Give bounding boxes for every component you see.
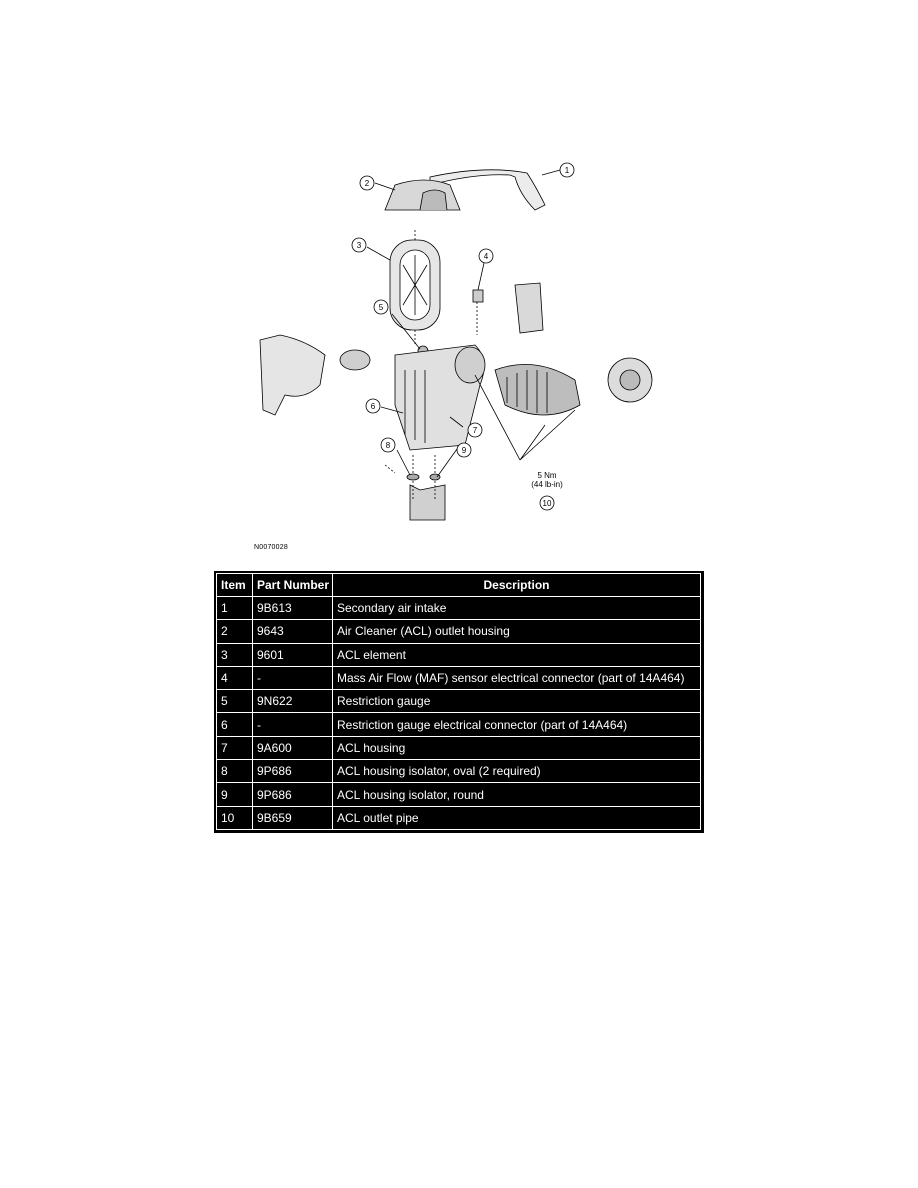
cell-part-number: - [252, 712, 333, 737]
svg-text:9: 9 [462, 446, 467, 455]
cell-description: Secondary air intake [332, 595, 701, 621]
svg-text:5: 5 [379, 303, 384, 312]
table-row: 4 - Mass Air Flow (MAF) sensor electrica… [216, 665, 701, 691]
cell-item: 4 [216, 665, 253, 691]
cell-part-number: 9B659 [252, 805, 333, 831]
cell-part-number: 9601 [252, 642, 333, 667]
cell-item: 5 [216, 689, 253, 714]
isolator-oval-drawing [406, 473, 420, 481]
cell-description: Mass Air Flow (MAF) sensor electrical co… [332, 665, 701, 691]
maf-connector-drawing [472, 289, 484, 303]
callout-5: 5 [373, 299, 389, 315]
parts-table: Item Part Number Description 1 9B613 Sec… [216, 573, 701, 831]
cell-description: Restriction gauge [332, 689, 701, 714]
callout-4: 4 [478, 248, 494, 264]
callout-10: 10 [539, 495, 555, 511]
cell-part-number: 9N622 [252, 689, 333, 714]
table-row: 9 9P686 ACL housing isolator, round [216, 782, 701, 807]
intake-duct-drawing [259, 334, 326, 416]
svg-text:6: 6 [371, 402, 376, 411]
header-item: Item [216, 573, 253, 597]
callout-3: 3 [351, 237, 367, 253]
callout-9: 9 [456, 442, 472, 458]
table-row: 10 9B659 ACL outlet pipe [216, 805, 701, 831]
cell-description: ACL housing isolator, round [332, 782, 701, 807]
callout-7: 7 [467, 422, 483, 438]
cell-item: 3 [216, 642, 253, 667]
cell-item: 2 [216, 619, 253, 644]
svg-text:7: 7 [473, 426, 478, 435]
table-row: 8 9P686 ACL housing isolator, oval (2 re… [216, 759, 701, 784]
cell-part-number: 9643 [252, 619, 333, 644]
cell-description: ACL housing isolator, oval (2 required) [332, 759, 701, 784]
cell-part-number: 9P686 [252, 782, 333, 807]
table-row: 7 9A600 ACL housing [216, 735, 701, 761]
cell-item: 6 [216, 712, 253, 737]
cell-part-number: 9A600 [252, 735, 333, 761]
svg-text:3: 3 [357, 241, 362, 250]
cell-description: Air Cleaner (ACL) outlet housing [332, 619, 701, 644]
svg-text:10: 10 [543, 499, 552, 508]
svg-text:4: 4 [484, 252, 489, 261]
cell-item: 10 [216, 805, 253, 831]
cell-description: ACL element [332, 642, 701, 667]
cell-part-number: 9P686 [252, 759, 333, 784]
diagram-svg: 1 2 3 4 5 6 7 8 9 10 5 Nm (44 lb-in) [259, 162, 653, 521]
cell-description: Restriction gauge electrical connector (… [332, 712, 701, 737]
table-row: 6 - Restriction gauge electrical connect… [216, 712, 701, 737]
svg-text:1: 1 [565, 166, 570, 175]
cell-item: 1 [216, 595, 253, 621]
callout-1: 1 [559, 162, 575, 178]
acl-outlet-pipe-drawing [494, 364, 581, 416]
cell-description: ACL housing [332, 735, 701, 761]
secondary-air-intake-drawing [429, 169, 546, 211]
cell-part-number: 9B613 [252, 595, 333, 621]
torque-value-alt: (44 lb-in) [531, 480, 563, 489]
exploded-parts-diagram: 1 2 3 4 5 6 7 8 9 10 5 Nm (44 lb-in) [245, 155, 685, 525]
table-row: 1 9B613 Secondary air intake [216, 595, 701, 621]
cell-item: 9 [216, 782, 253, 807]
cell-part-number: - [252, 665, 333, 691]
cell-item: 7 [216, 735, 253, 761]
callout-8: 8 [380, 437, 396, 453]
parts-table-frame: Item Part Number Description 1 9B613 Sec… [214, 571, 704, 833]
callout-2: 2 [359, 175, 375, 191]
cell-description: ACL outlet pipe [332, 805, 701, 831]
figure-id: N0070028 [254, 544, 288, 551]
bracket-drawing [409, 484, 446, 521]
table-row: 3 9601 ACL element [216, 642, 701, 667]
torque-value: 5 Nm [537, 471, 556, 480]
table-row: 5 9N622 Restriction gauge [216, 689, 701, 714]
header-description: Description [332, 573, 701, 597]
table-header-row: Item Part Number Description [216, 573, 701, 597]
svg-text:2: 2 [365, 179, 370, 188]
isolator-round-drawing [429, 473, 441, 481]
callout-6: 6 [365, 398, 381, 414]
svg-text:8: 8 [386, 441, 391, 450]
table-row: 2 9643 Air Cleaner (ACL) outlet housing [216, 619, 701, 644]
header-part-number: Part Number [252, 573, 333, 597]
cell-item: 8 [216, 759, 253, 784]
